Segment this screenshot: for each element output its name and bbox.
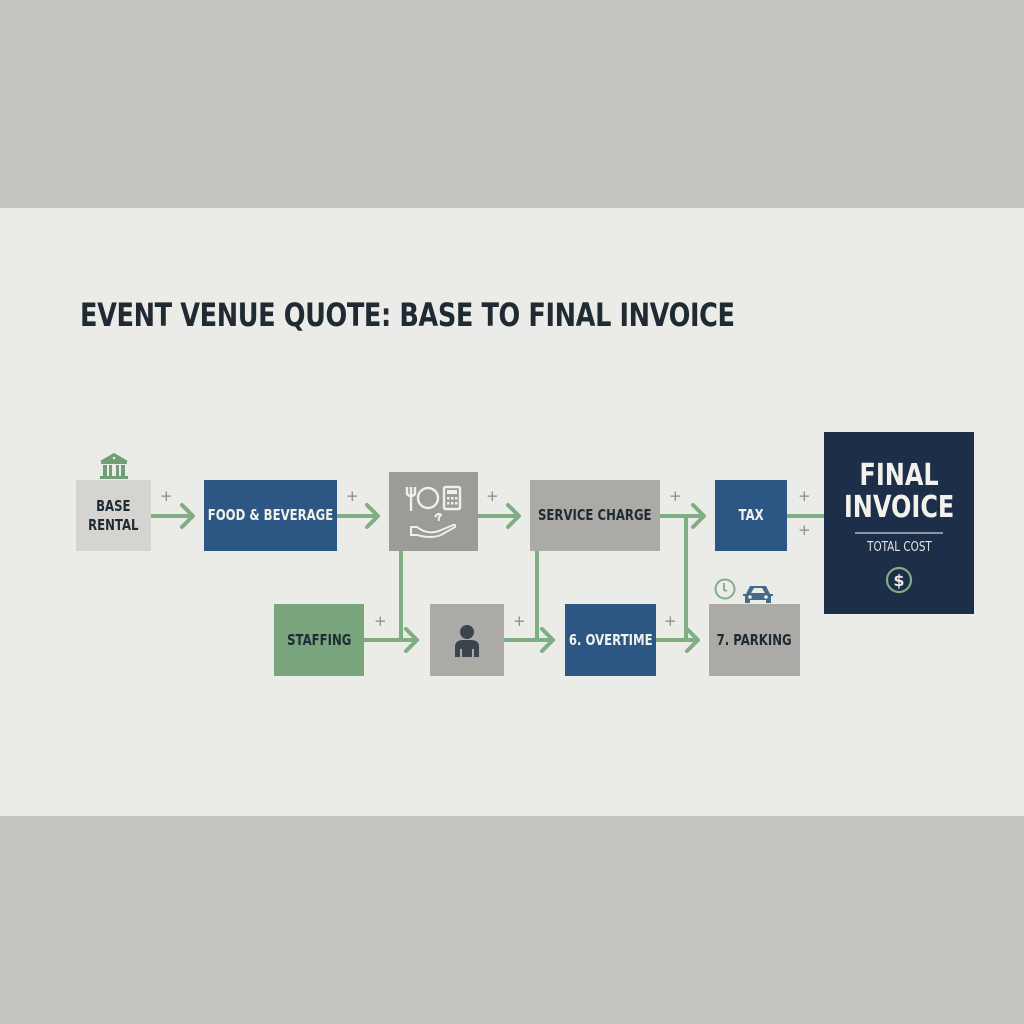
page-title: EVENT VENUE QUOTE: BASE TO FINAL INVOICE: [80, 296, 735, 334]
staffing-label: STAFFING: [286, 630, 352, 649]
plus-sign: +: [513, 612, 526, 630]
plus-sign: +: [486, 487, 499, 505]
catering-icons-box: [389, 472, 478, 551]
plus-sign: +: [798, 521, 811, 539]
base-rental-box: BASE RENTAL: [76, 480, 151, 551]
plus-sign: +: [798, 487, 811, 505]
final-invoice-title-line2: INVOICE: [843, 489, 955, 525]
parking-label: 7. PARKING: [716, 630, 793, 649]
tax-box: TAX: [715, 480, 787, 551]
final-invoice-box: FINAL INVOICE TOTAL COST $: [824, 432, 974, 614]
plus-sign: +: [160, 487, 173, 505]
food-beverage-label: FOOD & BEVERAGE: [207, 506, 334, 524]
service-charge-label: SERVICE CHARGE: [538, 506, 652, 524]
car-icon: [743, 586, 773, 603]
staff-person-box: [430, 604, 504, 676]
clock-icon: [714, 578, 736, 600]
tax-label: TAX: [738, 506, 764, 524]
plus-sign: +: [669, 487, 682, 505]
total-cost-label: TOTAL COST: [866, 539, 932, 555]
overtime-box: 6. OVERTIME: [565, 604, 656, 676]
fork-plate-calculator-icon: [405, 485, 461, 538]
plus-sign: +: [664, 612, 677, 630]
final-invoice-title-line1: FINAL: [859, 457, 939, 493]
person-icon: [455, 625, 479, 657]
dollar-icon: $: [885, 566, 913, 593]
plus-sign: +: [346, 487, 359, 505]
svg-text:$: $: [893, 571, 904, 590]
staffing-box: STAFFING: [274, 604, 364, 676]
base-rental-label-line1: BASE: [96, 496, 131, 515]
hand-serving-icon: [409, 512, 456, 538]
service-charge-box: SERVICE CHARGE: [530, 480, 660, 551]
plus-sign: +: [374, 612, 387, 630]
building-icon: [100, 453, 128, 479]
parking-box: 7. PARKING: [709, 604, 800, 676]
divider: [855, 531, 943, 534]
food-beverage-box: FOOD & BEVERAGE: [204, 480, 337, 551]
overtime-label: 6. OVERTIME: [568, 630, 653, 649]
base-rental-label-line2: RENTAL: [88, 515, 139, 534]
